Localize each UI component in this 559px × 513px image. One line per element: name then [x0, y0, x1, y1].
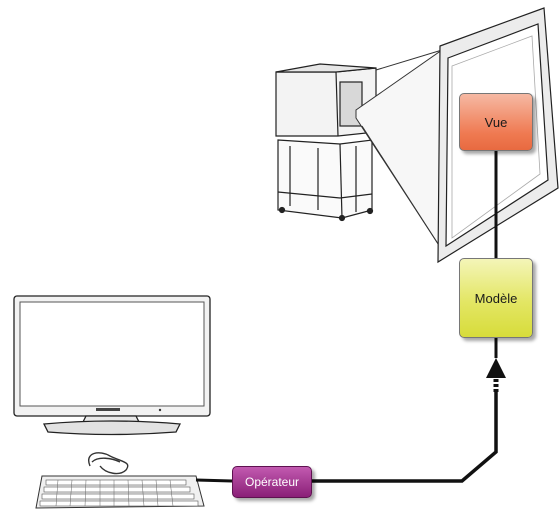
monitor-illustration — [13, 295, 211, 436]
modele-node-label: Modèle — [474, 290, 518, 306]
mouse-cable — [88, 452, 129, 475]
projector-illustration — [275, 63, 377, 222]
keyboard-illustration — [35, 475, 205, 509]
operateur-node-label: Opérateur — [244, 475, 300, 489]
connector-keyboard-operateur — [195, 478, 233, 483]
operateur-node: Opérateur — [232, 466, 312, 498]
connector-operateur-modele — [310, 336, 506, 483]
modele-node: Modèle — [459, 258, 533, 338]
vue-node-label: Vue — [484, 114, 508, 130]
vue-node: Vue — [459, 93, 533, 151]
